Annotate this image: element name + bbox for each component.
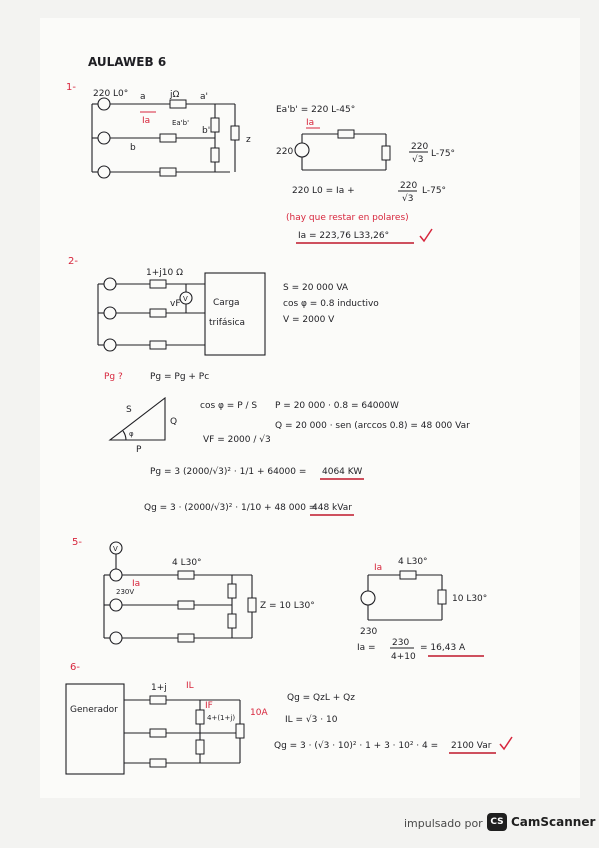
circuit-5-equivalent xyxy=(360,570,447,621)
p2-p-eq: P = 20 000 · 0.8 = 64000W xyxy=(275,401,399,411)
p1-current-label: Ia xyxy=(142,116,150,126)
p1-eq2-num: 220 xyxy=(400,181,417,191)
p2-question: Pg ? xyxy=(104,372,123,382)
p2-tri-p: P xyxy=(136,445,142,455)
p2-pg-result: 4064 KW xyxy=(322,467,362,477)
p1-node-bprime: b' xyxy=(202,126,210,136)
p2-tri-phi: φ xyxy=(129,430,134,438)
p2-qg-calc: Qg = 3 · (2000/√3)² · 1/10 + 48 000 = xyxy=(144,502,316,513)
p2-pg-eq: Pg = Pg + Pc xyxy=(150,372,209,382)
scanned-page xyxy=(40,18,580,798)
p2-load-line1: Carga xyxy=(213,298,240,308)
p1-result: Ia = 223,76 L33,26° xyxy=(298,231,389,241)
camscanner-brand: CamScanner xyxy=(511,815,596,829)
problem-5-number: 5- xyxy=(72,537,82,548)
camscanner-logo-icon: CS xyxy=(487,813,507,831)
p6-result: 2100 Var xyxy=(451,741,492,751)
scanner-footer: impulsado por CS CamScanner xyxy=(0,808,599,840)
p6-impedance: 1+j xyxy=(151,683,167,693)
circuit-1-equivalent xyxy=(294,127,391,171)
p5-voltage: 230V xyxy=(116,588,134,596)
p6-load: 4+(1+j) xyxy=(207,714,235,722)
p1-node-aprime: a' xyxy=(200,92,208,102)
p1-check-icon xyxy=(419,228,433,243)
p1-frac-angle: L-75° xyxy=(431,149,455,159)
p1-frac-den: √3 xyxy=(412,154,423,165)
p6-current-line: IL xyxy=(186,681,194,691)
page-title: AULAWEB 6 xyxy=(88,55,166,69)
p5-eq-current: Ia xyxy=(374,563,382,573)
p5-result-left: Ia = xyxy=(357,643,376,653)
p2-voltmeter: V xyxy=(183,295,188,303)
p5-eq-impedance: 4 L30° xyxy=(398,557,428,567)
p5-load-z: Z = 10 L30° xyxy=(260,601,315,611)
power-triangle xyxy=(108,396,166,441)
p6-check-icon xyxy=(499,736,513,751)
p5-current: Ia xyxy=(132,579,140,589)
p1-node-a: a xyxy=(140,92,146,102)
powered-by-text: impulsado por xyxy=(404,817,483,830)
p1-load-z: z xyxy=(246,135,251,145)
p2-v: V = 2000 V xyxy=(283,315,335,325)
p6-eq2: IL = √3 · 10 xyxy=(285,714,338,725)
p6-ammeter: 10A xyxy=(250,708,268,718)
problem-2-number: 2- xyxy=(68,256,78,267)
p5-impedance: 4 L30° xyxy=(172,558,202,568)
p1-eq2-angle: L-75° xyxy=(422,186,446,196)
p1-impedance: jΩ xyxy=(169,90,180,100)
p1-eq-source: 220 xyxy=(276,147,293,157)
p5-result-den: 4+10 xyxy=(391,652,416,662)
p6-current-phase: IF xyxy=(205,701,213,711)
circuit-5 xyxy=(103,541,257,645)
p2-load-line2: trifásica xyxy=(209,318,245,328)
p2-cos-eq: cos φ = P / S xyxy=(200,401,257,411)
p2-qg-result: 448 kVar xyxy=(312,503,352,513)
circuit-6 xyxy=(65,683,245,775)
p1-eq2-left: 220 L0 = Ia + xyxy=(292,186,355,196)
p2-s: S = 20 000 VA xyxy=(283,283,349,293)
circuit-2 xyxy=(97,272,266,356)
p2-tri-q: Q xyxy=(170,417,177,427)
p2-pg-calc: Pg = 3 (2000/√3)² · 1/1 + 64000 = xyxy=(150,466,306,477)
p1-source-label: 220 L0° xyxy=(93,89,128,99)
problem-6-number: 6- xyxy=(70,662,80,673)
p1-eq1: Ea'b' = 220 L-45° xyxy=(276,105,355,115)
p2-tri-s: S xyxy=(126,405,132,415)
p2-impedance: 1+j10 Ω xyxy=(146,268,183,278)
p1-note: (hay que restar en polares) xyxy=(286,213,409,223)
p2-vf-eq: VF = 2000 / √3 xyxy=(203,434,271,445)
circuit-1 xyxy=(91,97,240,179)
p5-result-num: 230 xyxy=(392,638,409,648)
p5-eq-load: 10 L30° xyxy=(452,594,487,604)
p1-eq-current: Ia xyxy=(306,118,314,128)
p2-vf: vF xyxy=(170,299,181,309)
p2-cos: cos φ = 0.8 inductivo xyxy=(283,299,379,309)
problem-1-number: 1- xyxy=(66,82,76,93)
p5-eq-source: 230 xyxy=(360,627,377,637)
p1-node-b: b xyxy=(130,143,136,153)
p6-generator: Generador xyxy=(70,705,118,715)
p5-voltmeter: V xyxy=(113,545,118,553)
p6-eq1: Qg = QzL + Qz xyxy=(287,693,355,703)
p1-voltage-label: Ea'b' xyxy=(172,119,189,127)
p1-eq2-den: √3 xyxy=(402,193,413,204)
p6-eq3: Qg = 3 · (√3 · 10)² · 1 + 3 · 10² · 4 = xyxy=(274,740,438,751)
p5-result-value: = 16,43 A xyxy=(420,643,466,653)
p1-frac-num: 220 xyxy=(411,142,428,152)
p2-q-eq: Q = 20 000 · sen (arccos 0.8) = 48 000 V… xyxy=(275,421,470,431)
